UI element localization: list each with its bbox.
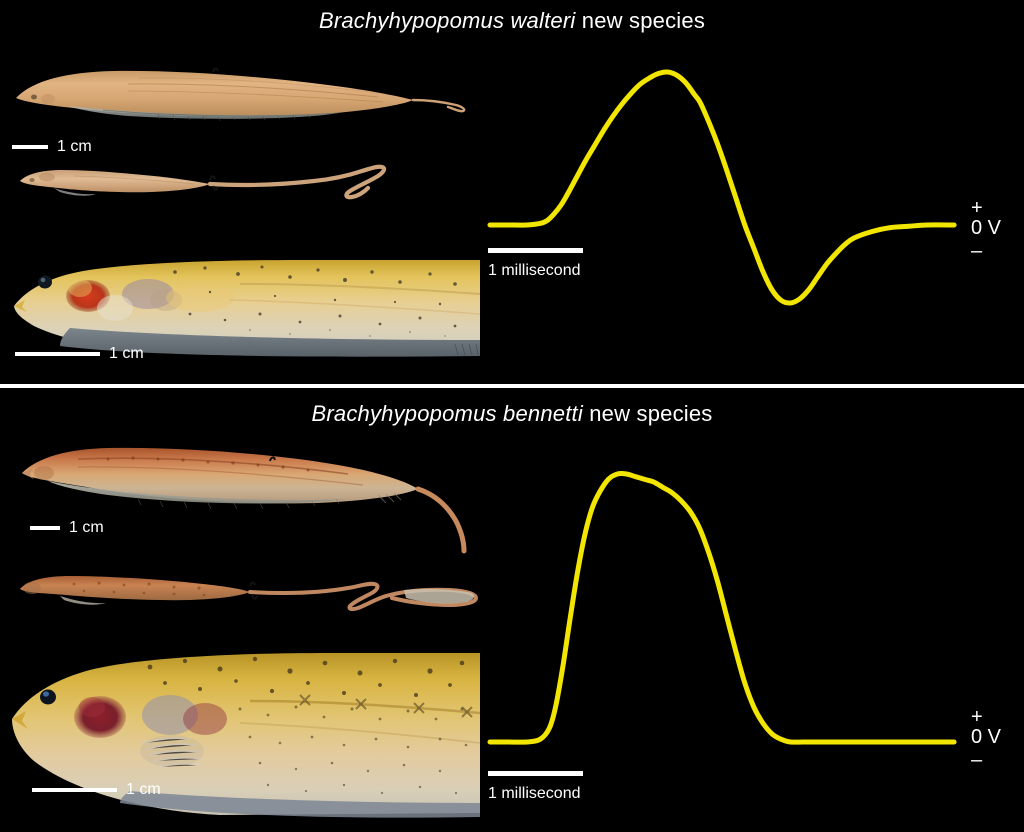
voltage-minus-label: – [971,749,983,771]
eod-trace-path [487,470,957,745]
panel-divider [0,384,1024,388]
species-name-italic: Brachyhypopomus walteri [318,8,576,33]
voltage-zero-label: 0 V [971,726,1002,748]
panel-title-bennetti: Brachyhypopomus bennetti new species [0,401,1024,427]
scalebar-line [15,352,100,356]
timebar-label: 1 millisecond [488,262,581,279]
specimen-walteri-preserved-lateral [8,58,478,128]
specimen-bennetti-preserved-lateral [8,439,488,554]
scalebar-bennetti-small: 1 cm [30,519,104,537]
specimen-bennetti-live-closeup [0,651,480,821]
scalebar-label: 1 cm [126,781,161,798]
voltage-plus-label: + [971,197,983,219]
voltage-zero-label: 0 V [971,217,1002,239]
specimen-walteri-preserved-dorsal [14,158,454,216]
timebar-label: 1 millisecond [488,785,581,802]
specimen-bennetti-preserved-dorsal [14,566,494,621]
timebar-line [488,248,583,253]
scalebar-bennetti-large: 1 cm [32,781,161,799]
species-name-italic: Brachyhypopomus bennetti [311,401,583,426]
timebar-walteri: 1 millisecond [488,248,583,280]
panel-walteri: Brachyhypopomus walteri new species [0,0,1024,386]
panel-bennetti: Brachyhypopomus bennetti new species [0,389,1024,832]
voltage-plus-label: + [971,706,983,728]
timebar-line [488,771,583,776]
eod-waveform-bennetti [484,430,964,770]
eod-waveform-walteri [484,30,964,370]
timebar-bennetti: 1 millisecond [488,771,583,803]
voltage-minus-label: – [971,240,983,262]
specimen-walteri-live-closeup [0,258,480,363]
voltage-axis-bennetti: + 0 V – [971,706,1002,771]
scalebar-label: 1 cm [69,519,104,536]
scalebar-label: 1 cm [57,138,92,155]
species-name-suffix: new species [582,401,713,426]
eod-trace-path [487,69,957,306]
scalebar-line [32,788,117,792]
species-name-suffix: new species [575,8,706,33]
scalebar-label: 1 cm [109,345,144,362]
scalebar-line [12,145,48,149]
scalebar-line [30,526,60,530]
scalebar-walteri-large: 1 cm [15,345,144,363]
scalebar-walteri-small: 1 cm [12,138,92,156]
panel-title-walteri: Brachyhypopomus walteri new species [0,8,1024,34]
voltage-axis-walteri: + 0 V – [971,197,1002,262]
